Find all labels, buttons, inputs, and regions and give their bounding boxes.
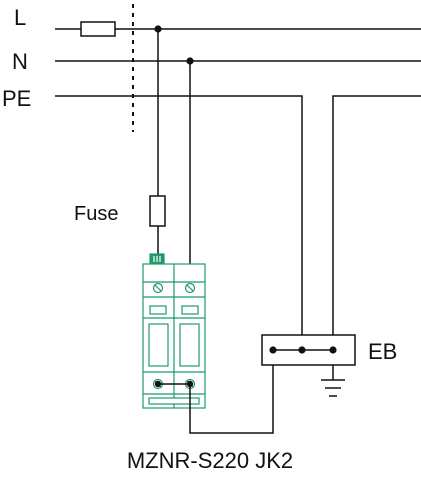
- earth-wire: [189, 350, 274, 434]
- spd-module-right: [179, 323, 200, 367]
- eb-terminal-3: [329, 346, 337, 354]
- fuse-label: Fuse: [74, 203, 118, 225]
- main-fuse: [80, 21, 116, 37]
- line-pe-wire: [55, 95, 303, 350]
- eb-terminal-2: [298, 346, 306, 354]
- line-n-label: N: [12, 49, 28, 74]
- line-l-label: L: [14, 5, 26, 30]
- line-pe-wire-right: [332, 95, 421, 380]
- line-pe-label: PE: [2, 86, 31, 111]
- model-name: MZNR-S220 JK2: [127, 448, 293, 473]
- main-conductors: [55, 28, 421, 380]
- ground-icon: [321, 379, 345, 397]
- eb-label: EB: [368, 339, 397, 364]
- eb-terminal-1: [269, 346, 277, 354]
- spd-bottom-rail: [148, 397, 200, 405]
- spd-status-window-right: [181, 305, 199, 315]
- drop-wires: [157, 29, 191, 264]
- backup-fuse: [149, 195, 166, 227]
- spd-module-left: [148, 323, 169, 367]
- spd-status-window-left: [149, 305, 167, 315]
- spd-device: [142, 253, 206, 409]
